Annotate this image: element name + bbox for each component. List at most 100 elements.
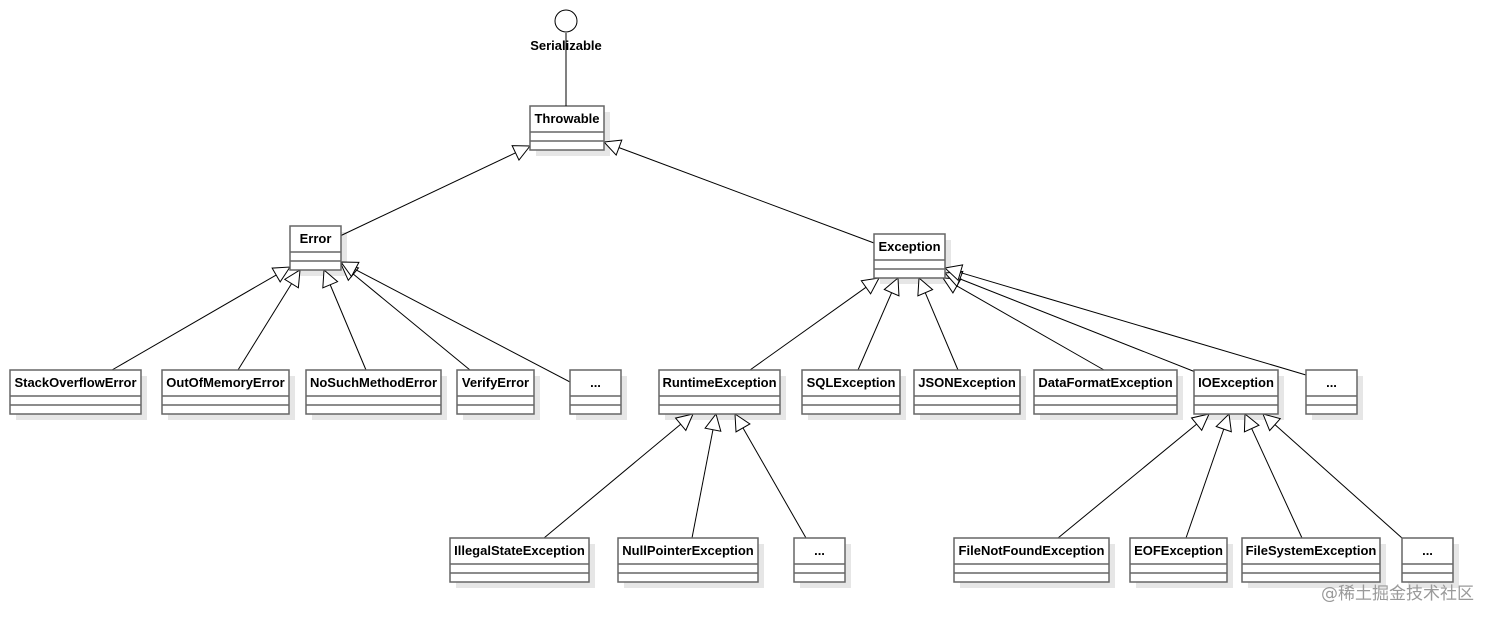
generalization-arrow-icon — [511, 145, 532, 162]
class-name: ... — [1326, 375, 1337, 390]
watermark: @稀土掘金技术社区 — [1321, 584, 1474, 604]
generalization-arrow-icon — [1190, 413, 1210, 432]
generalization-arrow-icon — [734, 413, 751, 433]
class-box-outofmemory[interactable]: OutOfMemoryError — [161, 369, 290, 415]
class-box-frame — [953, 537, 1110, 583]
edge-line — [959, 278, 1199, 374]
generalization-arrow-icon — [943, 264, 964, 282]
class-box-frame — [793, 537, 846, 583]
class-box-frame — [617, 537, 759, 583]
edge-line — [857, 292, 893, 371]
class-name: FileNotFoundException — [959, 543, 1105, 558]
class-box-io[interactable]: IOException — [1193, 369, 1279, 415]
class-box-json[interactable]: JSONException — [913, 369, 1021, 415]
generalization-arrow-icon — [704, 412, 722, 432]
generalization-arrow-icon — [283, 269, 301, 289]
edge-line — [339, 152, 516, 237]
class-box-nullpointer[interactable]: NullPointerException — [617, 537, 759, 583]
inheritance-edge — [339, 145, 532, 237]
class-name: IOException — [1198, 375, 1274, 390]
class-box-frame — [289, 225, 342, 271]
edge-line — [749, 286, 867, 371]
inheritance-edge — [691, 412, 722, 539]
edge-line — [237, 283, 292, 371]
class-box-exception_more[interactable]: ... — [1305, 369, 1358, 415]
class-box-frame — [449, 537, 590, 583]
class-name: ... — [1422, 543, 1433, 558]
class-box-frame — [1033, 369, 1178, 415]
class-box-throwable[interactable]: Throwable — [529, 105, 605, 151]
class-box-frame — [529, 105, 605, 151]
class-box-nosuchmethod[interactable]: NoSuchMethodError — [305, 369, 442, 415]
edge-line — [543, 423, 682, 539]
inheritance-edge — [943, 270, 1199, 374]
inheritance-edge — [857, 276, 900, 371]
inheritance-edge — [602, 139, 875, 244]
edge-line — [353, 273, 471, 371]
class-name: Error — [300, 231, 332, 246]
inheritance-edge — [749, 277, 880, 371]
class-box-stackoverflow[interactable]: StackOverflowError — [9, 369, 142, 415]
class-box-error[interactable]: Error — [289, 225, 342, 271]
edge-line — [960, 272, 1307, 376]
class-name: RuntimeException — [662, 375, 776, 390]
class-name: DataFormatException — [1038, 375, 1172, 390]
class-box-io_more[interactable]: ... — [1401, 537, 1454, 583]
generalization-arrow-icon — [860, 277, 880, 295]
class-box-filesystem[interactable]: FileSystemException — [1241, 537, 1381, 583]
class-box-frame — [569, 369, 622, 415]
class-name: Throwable — [534, 111, 599, 126]
edge-line — [111, 274, 277, 371]
class-box-frame — [1193, 369, 1279, 415]
inheritance-edge — [340, 261, 571, 383]
class-box-frame — [1401, 537, 1454, 583]
class-box-runtime_more[interactable]: ... — [793, 537, 846, 583]
edge-line — [1185, 428, 1225, 539]
class-name: Exception — [878, 239, 940, 254]
generalization-arrow-icon — [602, 139, 623, 157]
generalization-arrow-icon — [1243, 412, 1260, 433]
class-name: IllegalStateException — [454, 543, 585, 558]
class-box-frame — [456, 369, 535, 415]
edge-line — [691, 429, 714, 539]
class-box-frame — [1129, 537, 1228, 583]
edge-line — [1057, 423, 1197, 539]
inheritance-edge — [1243, 412, 1303, 539]
inheritance-edge — [1262, 413, 1403, 539]
class-box-frame — [658, 369, 781, 415]
inheritance-edge — [1057, 413, 1210, 539]
generalization-arrow-icon — [340, 261, 360, 278]
generalization-arrow-icon — [322, 268, 339, 289]
class-box-sql[interactable]: SQLException — [801, 369, 901, 415]
class-name: NoSuchMethodError — [310, 375, 437, 390]
class-box-filenotfound[interactable]: FileNotFoundException — [953, 537, 1110, 583]
inheritance-edge — [1185, 412, 1232, 539]
edge-line — [956, 285, 1105, 371]
class-box-frame — [913, 369, 1021, 415]
interface-lollipop-icon — [554, 9, 578, 33]
generalization-arrow-icon — [271, 266, 291, 283]
inheritance-edge — [340, 263, 471, 371]
class-box-dataformat[interactable]: DataFormatException — [1033, 369, 1178, 415]
class-box-eof[interactable]: EOFException — [1129, 537, 1228, 583]
class-box-verify[interactable]: VerifyError — [456, 369, 535, 415]
edge-line — [742, 427, 807, 539]
class-name: OutOfMemoryError — [166, 375, 284, 390]
interface-label: Serializable — [530, 38, 602, 53]
class-box-illegalstate[interactable]: IllegalStateException — [449, 537, 590, 583]
generalization-arrow-icon — [883, 276, 900, 297]
edge-line — [924, 292, 959, 371]
generalization-arrow-icon — [917, 276, 934, 297]
inheritance-edge — [111, 266, 291, 371]
inheritance-edge — [543, 413, 694, 539]
inheritance-edge — [237, 269, 301, 371]
class-name: FileSystemException — [1246, 543, 1377, 558]
class-box-error_more[interactable]: ... — [569, 369, 622, 415]
inheritance-edge — [917, 276, 959, 371]
class-name: StackOverflowError — [14, 375, 136, 390]
class-name: SQLException — [807, 375, 896, 390]
class-box-runtime[interactable]: RuntimeException — [658, 369, 781, 415]
class-box-exception[interactable]: Exception — [873, 233, 946, 279]
serializable-interface: Serializable — [530, 9, 602, 106]
